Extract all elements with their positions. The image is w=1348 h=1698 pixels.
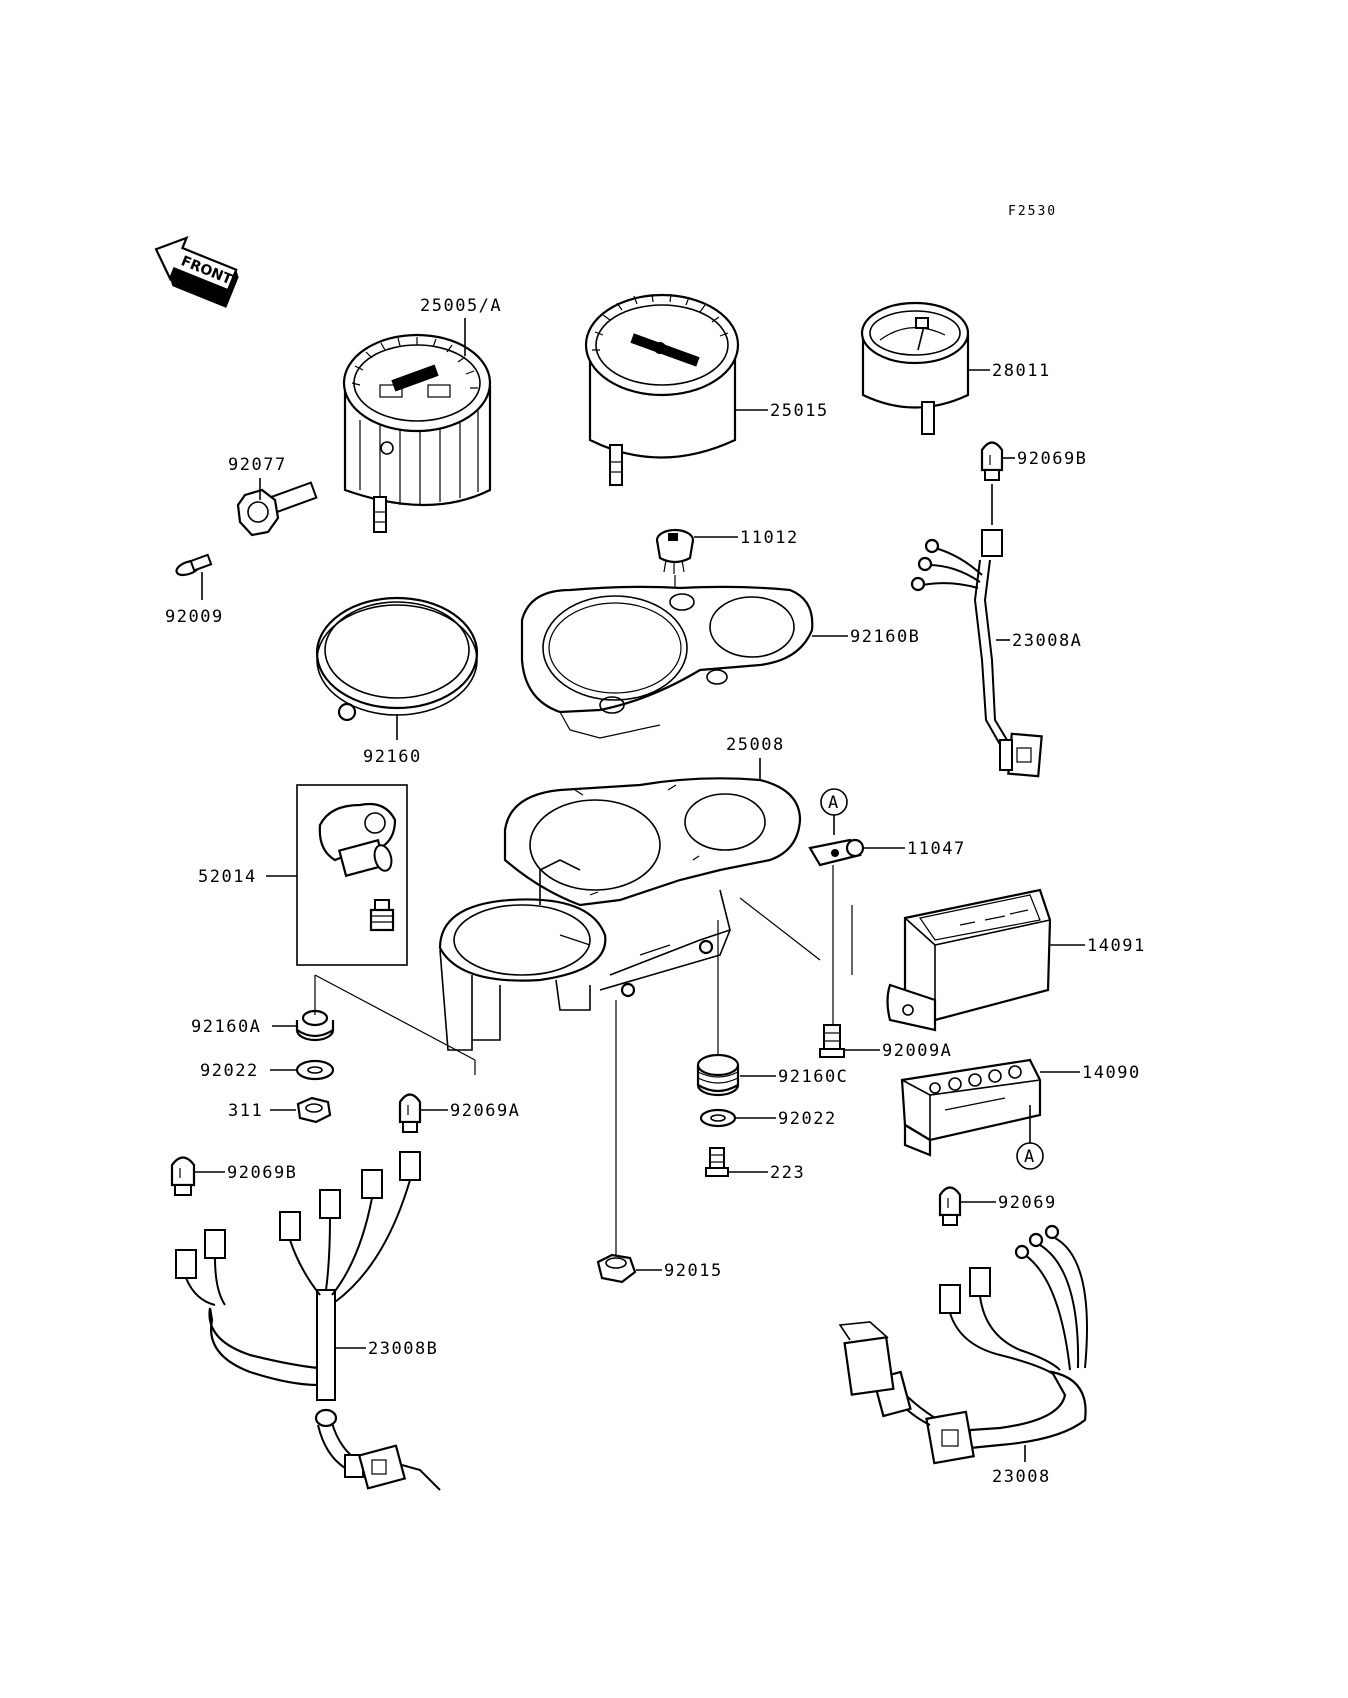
part-label-92069: 92069 xyxy=(998,1193,1057,1213)
meter-bracket-part xyxy=(438,777,802,1051)
part-label-14090: 14090 xyxy=(1082,1063,1141,1083)
indicator-housing-part xyxy=(886,888,1052,1032)
part-label-92022-right: 92022 xyxy=(778,1109,837,1129)
screw-a-part xyxy=(819,1024,845,1058)
part-label-14091: 14091 xyxy=(1087,936,1146,956)
part-label-223: 223 xyxy=(770,1163,805,1183)
meter-cover-part xyxy=(520,585,814,739)
callout-a-bottom: A xyxy=(1016,1142,1044,1170)
part-label-28011: 28011 xyxy=(992,361,1051,381)
part-label-92160b: 92160B xyxy=(850,627,920,647)
grommet-c-part xyxy=(696,1053,740,1097)
bulb-92069-part xyxy=(938,1186,962,1226)
part-label-92069a: 92069A xyxy=(450,1101,520,1121)
part-label-311: 311 xyxy=(228,1101,263,1121)
part-label-25015: 25015 xyxy=(770,401,829,421)
bulb-b-left-part xyxy=(170,1156,196,1196)
callout-a-top: A xyxy=(820,788,848,816)
part-label-92069b-top: 92069B xyxy=(1017,449,1087,469)
part-label-92077: 92077 xyxy=(228,455,287,475)
part-label-92009: 92009 xyxy=(165,607,224,627)
callout-letter-top: A xyxy=(828,793,840,813)
part-label-23008: 23008 xyxy=(992,1467,1051,1487)
speedometer-part xyxy=(342,333,492,533)
trip-knob-part xyxy=(236,481,318,537)
nut-part xyxy=(296,1096,332,1124)
sensor-part xyxy=(318,802,397,932)
part-label-92009a: 92009A xyxy=(882,1041,952,1061)
harness-a-part xyxy=(910,529,1043,778)
grommet-a-part xyxy=(295,1009,335,1042)
part-label-25008: 25008 xyxy=(726,735,785,755)
screw-223-part xyxy=(705,1147,729,1177)
part-label-92015: 92015 xyxy=(664,1261,723,1281)
part-label-25005a: 25005/A xyxy=(420,296,502,316)
callout-letter-bottom: A xyxy=(1024,1147,1036,1167)
washer-right-part xyxy=(699,1108,737,1128)
part-label-92069b-left: 92069B xyxy=(227,1163,297,1183)
nut-92015-part xyxy=(596,1253,637,1284)
part-label-92022-left: 92022 xyxy=(200,1061,259,1081)
washer-left-part xyxy=(295,1059,335,1081)
part-label-23008a: 23008A xyxy=(1012,631,1082,651)
screw-part xyxy=(175,553,213,577)
clip-bracket-part xyxy=(808,838,865,867)
part-label-92160c: 92160C xyxy=(778,1067,848,1087)
part-label-92160a: 92160A xyxy=(191,1017,261,1037)
part-label-11012: 11012 xyxy=(740,528,799,548)
detail-box xyxy=(296,784,408,966)
bulb-a-part xyxy=(398,1093,422,1133)
part-label-52014: 52014 xyxy=(198,867,257,887)
part-label-11047: 11047 xyxy=(907,839,966,859)
harness-part xyxy=(838,1224,1088,1465)
bezel-ring-part xyxy=(315,596,479,722)
part-label-23008b: 23008B xyxy=(368,1339,438,1359)
indicator-panel-part xyxy=(900,1058,1042,1157)
switch-part xyxy=(655,528,695,574)
front-arrow-icon: FRONT xyxy=(154,235,239,308)
bulb-part xyxy=(980,441,1004,481)
harness-b-part xyxy=(175,1151,441,1491)
fuel-gauge-part xyxy=(860,301,970,435)
part-label-92160: 92160 xyxy=(363,747,422,767)
figure-code: F2530 xyxy=(1008,204,1057,219)
tachometer-part xyxy=(584,293,740,486)
